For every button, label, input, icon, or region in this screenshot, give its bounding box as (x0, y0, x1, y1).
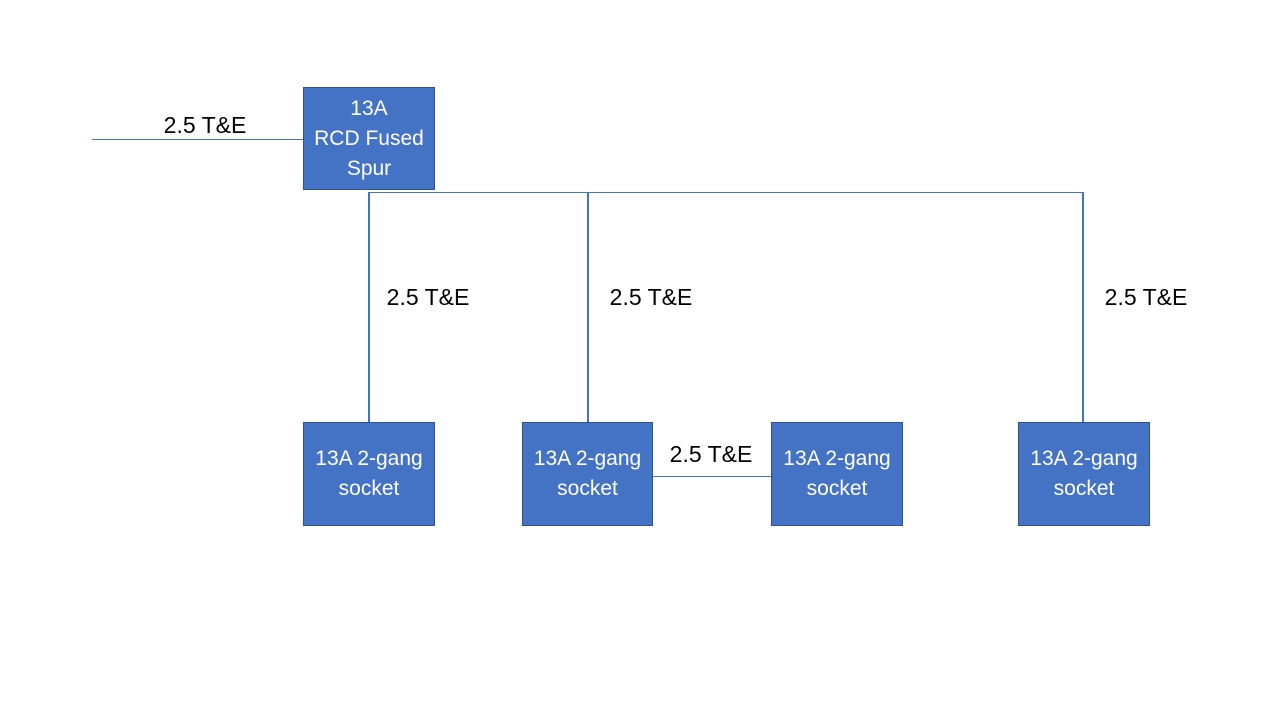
cable-link-label: 2.5 T&E (669, 441, 753, 467)
cable-feed-label: 2.5 T&E (163, 112, 247, 138)
cable-drop-line-socket4 (1082, 192, 1084, 422)
cable-link-line-socket2-socket3 (653, 475, 771, 477)
cable-drop1-label: 2.5 T&E (386, 284, 470, 310)
cable-drop2-label: 2.5 T&E (609, 284, 693, 310)
socket-node-4: 13A 2-gang socket (1018, 422, 1150, 526)
socket-node-2: 13A 2-gang socket (522, 422, 653, 526)
rcd-fused-spur-node: 13A RCD Fused Spur (303, 87, 435, 190)
cable-feed-line (92, 138, 303, 140)
cable-drop-line-socket2 (587, 192, 589, 422)
socket-node-3: 13A 2-gang socket (771, 422, 903, 526)
socket-node-1: 13A 2-gang socket (303, 422, 435, 526)
cable-drop-line-socket1 (368, 192, 370, 422)
cable-drop4-label: 2.5 T&E (1104, 284, 1188, 310)
cable-bus-line (368, 191, 1084, 193)
